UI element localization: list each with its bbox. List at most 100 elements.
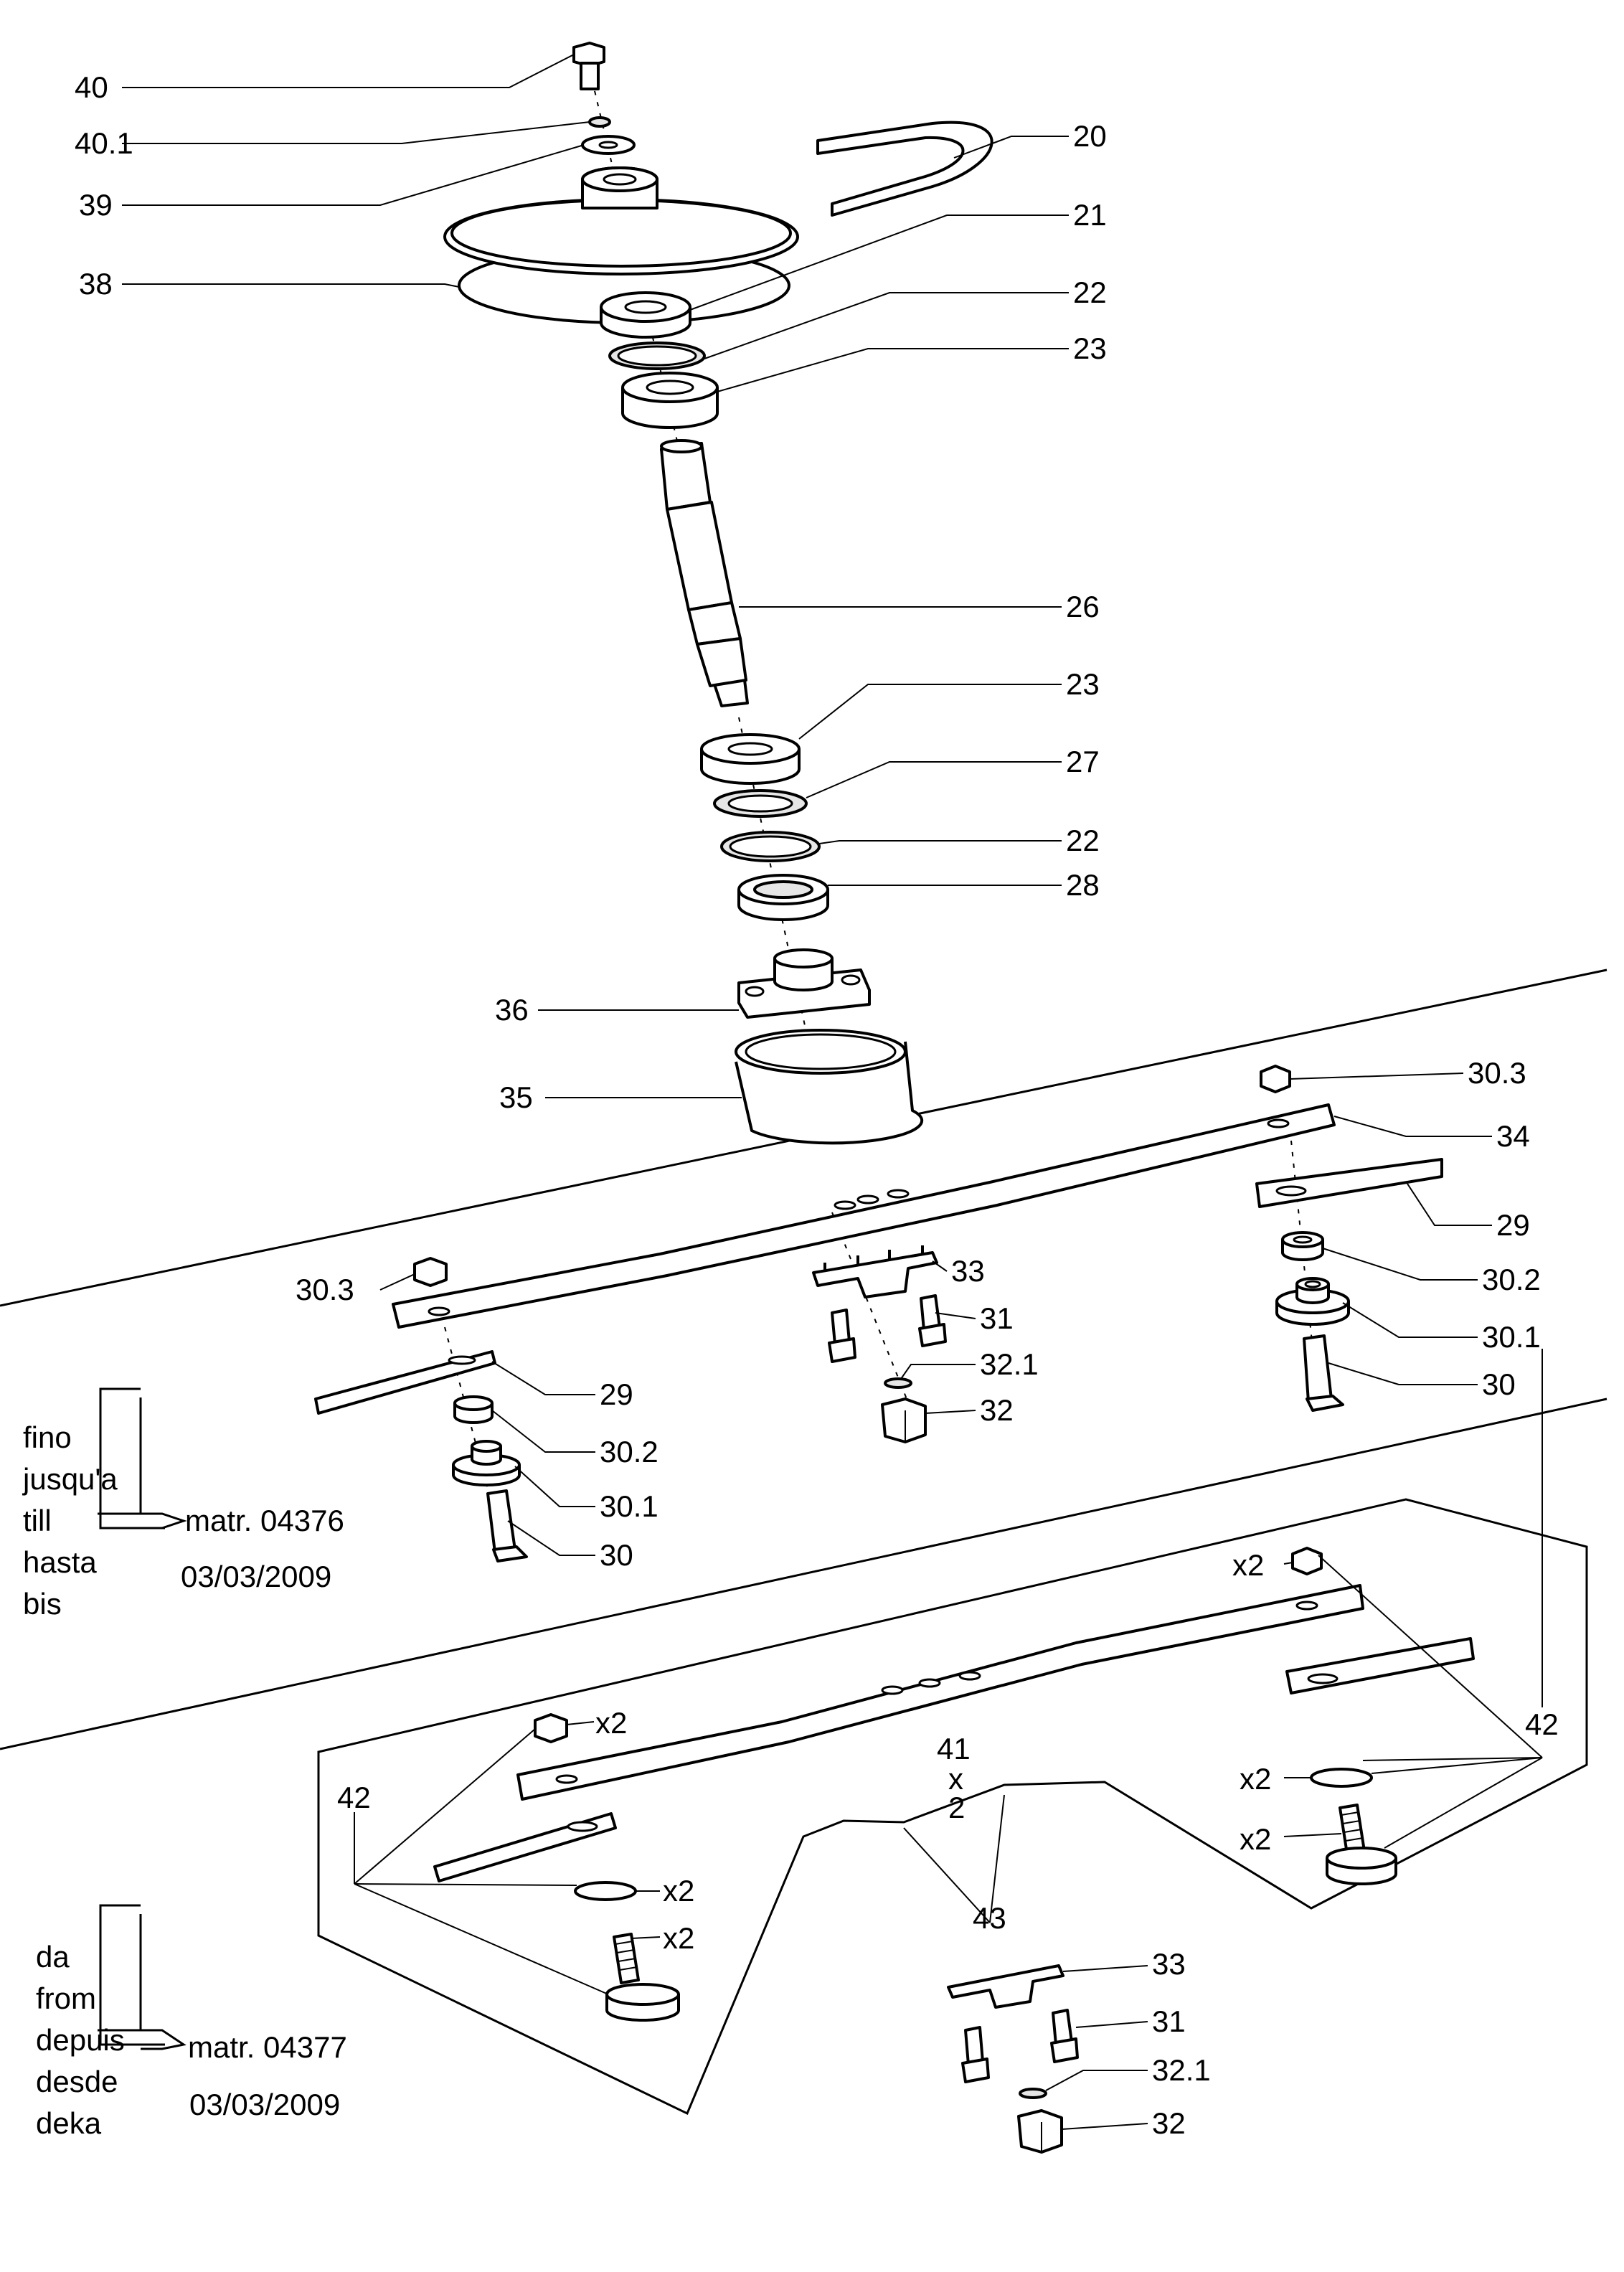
note-until-line: bis [23, 1587, 62, 1621]
callout-32-1-kit: 32.1 [1152, 2053, 1211, 2087]
note-until-line: hasta [23, 1545, 97, 1579]
part-30-bolt-right [1303, 1334, 1344, 1412]
callout-32-kit: 32 [1152, 2106, 1186, 2140]
callout-42-left: 42 [337, 1781, 371, 1814]
callout-39: 39 [79, 188, 113, 222]
callout-41: 41 [937, 1732, 971, 1766]
multiplier-washer-right: x2 [1240, 1762, 1271, 1796]
part-28-ring [737, 874, 829, 921]
note-from-line: desde [36, 2065, 118, 2098]
kit-32-nut [1017, 2109, 1063, 2154]
kit-32-1-washer [1019, 2088, 1047, 2099]
callout-26: 26 [1066, 590, 1100, 623]
note-from-line: da [36, 1940, 70, 1974]
part-22-circlip [608, 341, 706, 370]
part-30-1-bushing-left [452, 1440, 521, 1486]
callout-41-qty: 2 [948, 1791, 965, 1824]
part-32-nut [881, 1397, 927, 1443]
part-21-ring [600, 291, 691, 339]
part-27-seal [713, 789, 808, 818]
callout-43: 43 [973, 1901, 1006, 1935]
callout-27: 27 [1066, 745, 1100, 778]
brace-from-inner [98, 1914, 142, 2032]
multiplier-bolt-left: x2 [663, 1921, 694, 1955]
kit-washer-right [1310, 1768, 1373, 1788]
callout-31: 31 [980, 1301, 1014, 1335]
callout-30-right: 30 [1482, 1367, 1516, 1401]
callout-29-left: 29 [600, 1377, 633, 1411]
note-until-serial-number: matr. 04376 [185, 1504, 344, 1537]
callout-33-kit: 33 [1152, 1947, 1186, 1981]
callout-40: 40 [75, 70, 108, 104]
callout-22-lower: 22 [1066, 824, 1100, 857]
note-until-serial: fino jusqu'a till hasta bis matr. 04376 … [22, 1420, 344, 1621]
kit-41-outline [317, 1498, 1588, 2116]
part-30-1-bushing-right [1275, 1277, 1350, 1326]
callout-30-3-left: 30.3 [296, 1273, 354, 1306]
part-30-2-spacer-right [1281, 1231, 1324, 1261]
callout-30-3-right: 30.3 [1468, 1056, 1526, 1090]
part-33-clamp-plate [812, 1245, 938, 1298]
callout-30-2-left: 30.2 [600, 1435, 658, 1469]
part-38-pulley [443, 166, 799, 324]
note-until-line: fino [23, 1420, 72, 1454]
part-39-washer [581, 135, 636, 155]
callout-21: 21 [1073, 198, 1107, 232]
note-from-serial: da from depuis desde deka matr. 04377 03… [36, 1940, 347, 2140]
callout-32-1: 32.1 [980, 1347, 1039, 1381]
brace-until-tip [141, 1512, 187, 1529]
part-30-3-nut-left [413, 1257, 448, 1287]
brace-until [99, 1387, 165, 1529]
callout-36: 36 [495, 993, 529, 1027]
note-until-line: jusqu'a [22, 1462, 118, 1496]
callout-30-left: 30 [600, 1538, 633, 1572]
part-30-2-spacer-left [453, 1395, 494, 1424]
kit-nut-right [1291, 1547, 1323, 1575]
callout-40-1: 40.1 [75, 126, 133, 160]
section-divider-line [0, 1397, 1608, 1750]
part-35-sleeve [735, 1029, 924, 1145]
part-26-shaft [660, 439, 749, 707]
kit-blade-right [1285, 1637, 1475, 1694]
note-from-line: from [36, 1981, 96, 2015]
part-31-screws [828, 1294, 947, 1363]
callout-20: 20 [1073, 119, 1107, 153]
callout-42-right: 42 [1525, 1707, 1559, 1741]
callout-28: 28 [1066, 868, 1100, 902]
leader-lines [122, 54, 1543, 2130]
callout-23-lower: 23 [1066, 667, 1100, 701]
callout-38: 38 [79, 267, 113, 301]
callout-31-kit: 31 [1152, 2004, 1186, 2038]
multiplier-nut-left: x2 [595, 1706, 627, 1740]
kit-nut-left [534, 1713, 568, 1743]
part-23-bearing-lower [700, 733, 801, 785]
callout-34: 34 [1496, 1119, 1530, 1153]
multiplier-nut-right: x2 [1232, 1548, 1264, 1582]
part-30-3-nut-right [1260, 1065, 1291, 1093]
part-23-bearing [621, 372, 719, 429]
callout-32: 32 [980, 1393, 1014, 1427]
kit-33-clamp-plate [947, 1964, 1064, 2009]
callout-29-right: 29 [1496, 1208, 1530, 1242]
note-from-serial-number: matr. 04377 [188, 2030, 347, 2064]
part-32-1-washer [884, 1377, 912, 1389]
multiplier-washer-left: x2 [663, 1874, 694, 1908]
callout-22: 22 [1073, 275, 1107, 309]
callout-30-1-right: 30.1 [1482, 1320, 1541, 1354]
note-from-line: depuis [36, 2023, 125, 2057]
note-until-date: 03/03/2009 [181, 1560, 331, 1593]
part-29-blade-right [1255, 1158, 1443, 1208]
part-22-circlip-lower [720, 831, 821, 862]
brace-until-inner [98, 1397, 142, 1515]
callout-23: 23 [1073, 331, 1107, 365]
kit-blade-left [433, 1812, 617, 1882]
callout-30-1-left: 30.1 [600, 1489, 658, 1523]
part-40-1-washer [588, 116, 611, 128]
note-from-line: deka [36, 2106, 102, 2140]
part-36-housing [737, 948, 871, 1019]
brace-from-tip [141, 2029, 187, 2050]
kit-washer-left [574, 1881, 637, 1901]
part-30-bolt-left [486, 1489, 528, 1562]
callout-30-2-right: 30.2 [1482, 1263, 1541, 1296]
